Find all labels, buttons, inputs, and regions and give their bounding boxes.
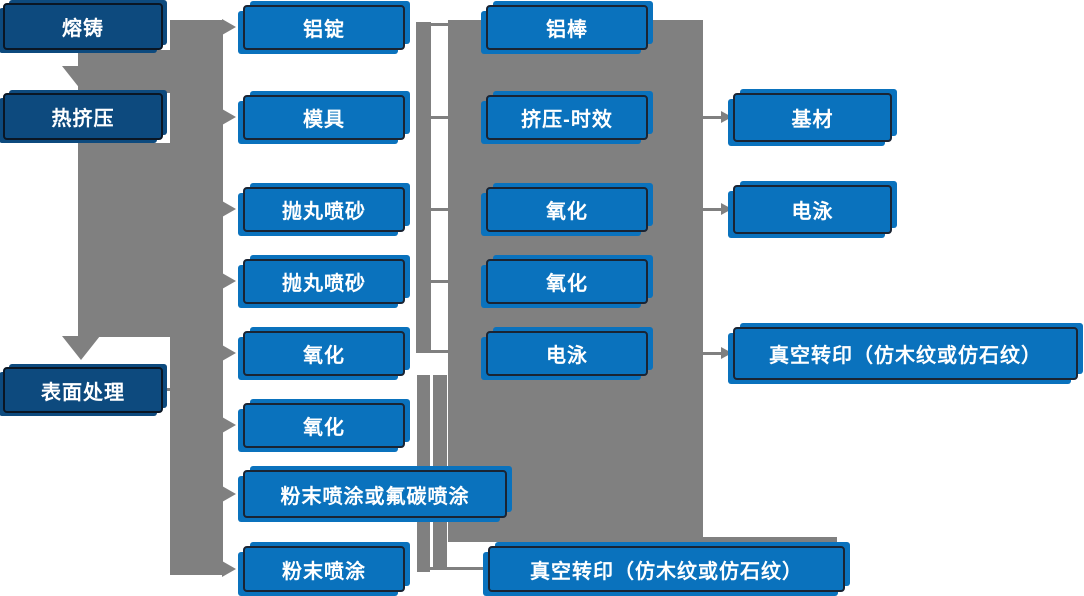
trunk-arrow-row6: [222, 417, 236, 433]
rail-stub-row5: [431, 350, 448, 353]
trunk-arrow-row3: [222, 201, 236, 217]
node-hot-extrusion: 热挤压: [3, 93, 163, 140]
rail-stub-row2: [431, 116, 448, 119]
col4-stem-substrate: [703, 116, 722, 119]
node-powder-or-fluorocarbon-coating: 粉末喷涂或氟碳喷涂: [243, 470, 507, 518]
stub-surface-treatment: [163, 388, 175, 391]
col4-arrow-substrate: [721, 111, 732, 123]
arrow-down-to-hot-extrusion: [62, 66, 100, 90]
node-extrusion-aging: 挤压-时效: [486, 95, 648, 140]
node-oxidation-2: 氧化: [243, 403, 405, 448]
node-powder-coating: 粉末喷涂: [243, 546, 405, 592]
node-substrate: 基材: [733, 93, 892, 142]
node-mold: 模具: [243, 95, 405, 140]
connector-band-mid: [78, 143, 170, 337]
col4-arrow-electrophoresis: [721, 203, 732, 215]
node-oxidation-1: 氧化: [243, 331, 405, 376]
arrow-down-to-surface-treatment: [62, 336, 100, 360]
stub-bottom-transfer: [430, 567, 488, 570]
node-shot-blasting-2: 抛丸喷砂: [243, 259, 405, 304]
node-aluminum-rod: 铝棒: [486, 5, 648, 50]
node-electrophoresis-1: 电泳: [486, 331, 648, 376]
block-tail: [703, 537, 837, 544]
node-vacuum-transfer-2: 真空转印（仿木纹或仿石纹）: [733, 327, 1078, 380]
node-vacuum-transfer-1: 真空转印（仿木纹或仿石纹）: [488, 546, 845, 592]
rail-mid-top: [416, 22, 431, 353]
node-shot-blasting-1: 抛丸喷砂: [243, 187, 405, 232]
trunk-arrow-row1: [222, 19, 236, 35]
rail-stub-row4: [431, 280, 448, 283]
node-oxidation-3: 氧化: [486, 187, 648, 232]
rail-stub-row3: [431, 208, 448, 211]
col4-arrow-vacuum-transfer: [721, 347, 732, 359]
trunk-arrow-row4: [222, 273, 236, 289]
node-electrophoresis-2: 电泳: [733, 185, 892, 234]
node-surface-treatment: 表面处理: [3, 367, 163, 413]
connector-trunk-left: [170, 20, 223, 575]
node-melting-casting: 熔铸: [3, 3, 163, 50]
trunk-arrow-row7: [222, 486, 236, 502]
rail-stub-row1: [431, 23, 448, 26]
trunk-arrow-row8: [222, 561, 236, 577]
node-oxidation-4: 氧化: [486, 259, 648, 304]
trunk-arrow-row5: [222, 345, 236, 361]
col4-stem-vacuum-transfer: [703, 352, 722, 355]
node-aluminum-ingot: 铝锭: [243, 5, 405, 50]
trunk-arrow-row2: [222, 109, 236, 125]
col4-stem-electrophoresis: [703, 208, 722, 211]
